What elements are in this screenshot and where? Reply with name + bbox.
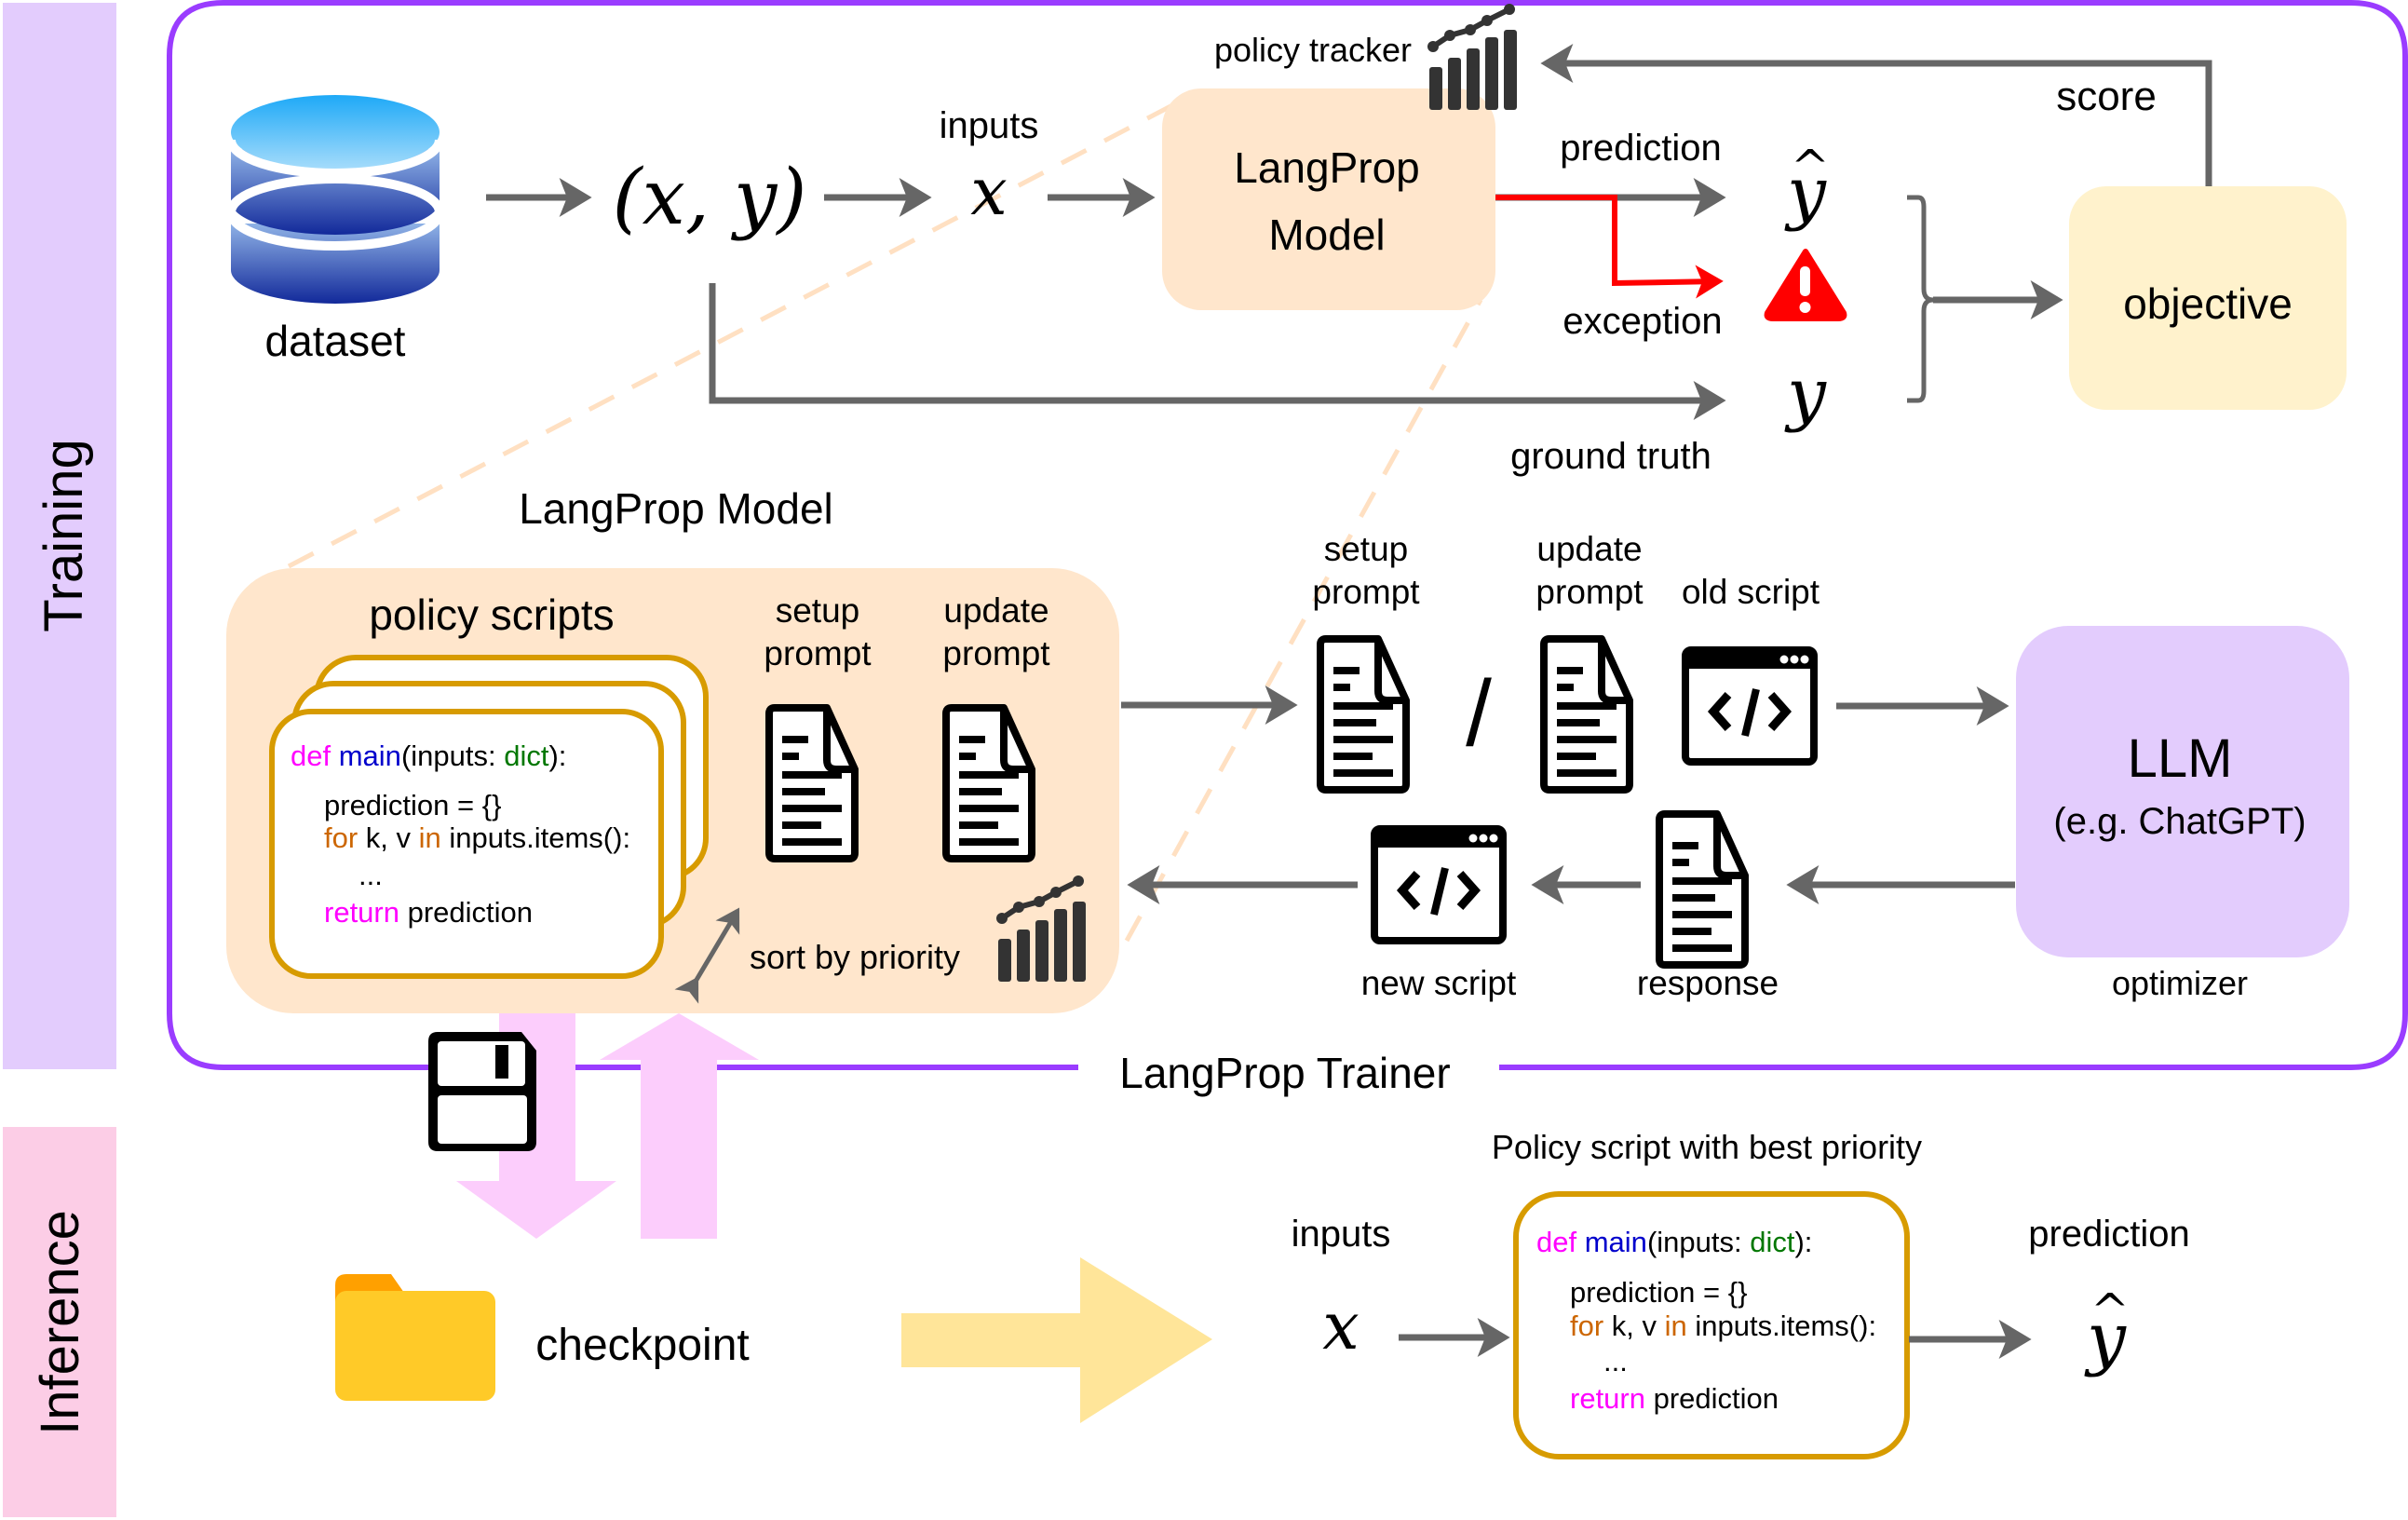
zoom-guide-right [1124, 298, 1483, 943]
model-box-line2: Model [1268, 210, 1385, 259]
arrow-model-to-exception [1495, 195, 1724, 299]
zoom-guide-left [287, 100, 1180, 569]
sort-by-priority-label: sort by priority [750, 938, 960, 976]
best-code-line-return: return prediction [1570, 1382, 1779, 1415]
inference-y-hat-caret: ^ [2090, 1283, 2130, 1337]
load-arrow-up [600, 1013, 759, 1239]
code-line-for: for k, v in inputs.items(): [324, 821, 630, 854]
best-code-line-assign: prediction = {} [1570, 1276, 1747, 1309]
y-hat-caret: ^ [1791, 140, 1830, 194]
code-line-assign: prediction = {} [324, 789, 501, 821]
best-code-line-ellipsis: ... [1603, 1345, 1628, 1378]
inputs-label: inputs [940, 105, 1039, 146]
optimizer-label: optimizer [2112, 964, 2248, 1002]
llm-subtitle: (e.g. ChatGPT) [2053, 801, 2306, 842]
code-line-ellipsis: ... [358, 859, 383, 891]
response-label: response [1637, 964, 1779, 1002]
inference-y-hat-symbol: y [2084, 1298, 2127, 1378]
ground-truth-label: ground truth [1510, 436, 1711, 477]
training-label: Training [34, 439, 94, 631]
code-line-def: def main(inputs: dict): [291, 740, 566, 772]
brace [1907, 195, 1934, 403]
pair-symbol: (x, y) [613, 154, 807, 242]
dataset-label: dataset [265, 317, 406, 365]
opt-update-prompt-label-1: update [1536, 530, 1642, 568]
model-box-line1: LangProp [1234, 143, 1420, 192]
arrow-ground-truth [709, 283, 1726, 420]
x-symbol: x [970, 154, 1007, 230]
policy-tracker-label: policy tracker [1214, 31, 1412, 69]
objective-box[interactable] [2069, 186, 2347, 410]
objective-label: objective [2123, 279, 2293, 328]
y-hat-symbol: y [1784, 153, 1827, 233]
old-script-code-icon [1685, 650, 1814, 762]
opt-update-prompt-label-2: prompt [1535, 573, 1644, 611]
slash-separator: / [1466, 661, 1492, 766]
inference-x-symbol: x [1322, 1288, 1359, 1364]
llm-title: LLM [2128, 728, 2233, 789]
opt-setup-prompt-label-1: setup [1324, 530, 1409, 568]
langprop-model-box[interactable] [1162, 88, 1495, 310]
model-setup-prompt-label-2: prompt [764, 634, 872, 672]
folder-icon [335, 1274, 495, 1401]
llm-box[interactable] [2016, 626, 2349, 957]
policy-scripts-label: policy scripts [369, 590, 614, 639]
checkpoint-label: checkpoint [535, 1321, 749, 1370]
inference-label: Inference [30, 1210, 90, 1435]
model-setup-prompt-label-1: setup [776, 591, 860, 630]
exception-label: exception [1562, 301, 1722, 342]
checkpoint-to-inference-arrow [901, 1257, 1212, 1423]
opt-setup-prompt-label-2: prompt [1312, 573, 1420, 611]
best-code-line-def: def main(inputs: dict): [1536, 1226, 1812, 1258]
arrow-score-feedback [1540, 44, 2212, 186]
floppy-save-icon [428, 1032, 536, 1151]
code-line-return: return prediction [324, 896, 533, 929]
opt-setup-prompt-doc-icon [1320, 639, 1406, 790]
prediction-label: prediction [1560, 128, 1721, 169]
langprop-model-title: LangProp Model [519, 484, 833, 533]
y-symbol: y [1784, 354, 1827, 434]
model-update-prompt-label-2: prompt [942, 634, 1050, 672]
training-strip [3, 3, 116, 1069]
best-script-card[interactable]: def main(inputs: dict): prediction = {} … [1513, 1191, 1910, 1459]
inference-prediction-label: prediction [2028, 1214, 2189, 1255]
inference-inputs-label: inputs [1292, 1214, 1391, 1255]
trainer-border [167, 0, 2408, 1070]
warning-icon [1764, 249, 1847, 321]
script-card-front[interactable]: def main(inputs: dict): prediction = {} … [269, 709, 664, 979]
model-update-prompt-label-1: update [943, 591, 1048, 630]
inference-strip [3, 1127, 116, 1517]
score-label: score [2056, 74, 2157, 119]
opt-update-prompt-doc-icon [1544, 639, 1630, 790]
trainer-title: LangProp Trainer [1119, 1049, 1450, 1097]
old-script-label: old script [1682, 573, 1820, 611]
database-icon [226, 95, 444, 304]
response-doc-icon [1659, 814, 1745, 965]
new-script-code-icon [1374, 829, 1503, 941]
best-script-title: Policy script with best priority [1492, 1128, 1922, 1166]
policy-tracker-icon [1427, 4, 1517, 110]
best-code-line-for: for k, v in inputs.items(): [1570, 1310, 1876, 1342]
sort-double-arrow [674, 907, 740, 1004]
new-script-label: new script [1361, 964, 1517, 1002]
